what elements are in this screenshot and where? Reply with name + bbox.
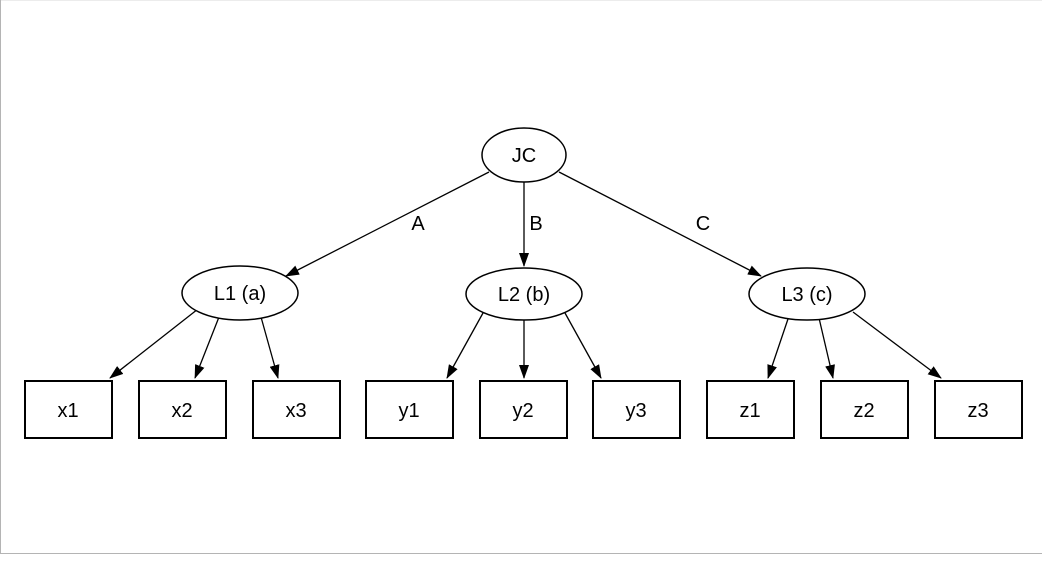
node-jc-ellipse	[481, 127, 567, 183]
edge-jc-l1	[285, 171, 490, 277]
node-l1-ellipse	[181, 265, 299, 321]
node-l3-label: L3 (c)	[781, 284, 832, 306]
node-z2-label: z2	[853, 400, 874, 422]
node-l3-ellipse	[748, 267, 866, 321]
node-l2-label: L2 (b)	[498, 284, 550, 306]
edge-l1-x3	[260, 316, 280, 379]
edge-l1-x1	[109, 308, 199, 379]
node-y3-label: y3	[625, 400, 646, 422]
edge-l2-y3	[564, 312, 602, 379]
node-y2: y2	[479, 380, 568, 439]
node-l3: L3 (c)	[748, 267, 866, 321]
node-x1: x1	[24, 380, 113, 439]
node-l1-label: L1 (a)	[214, 283, 266, 305]
node-y1: y1	[365, 380, 454, 439]
node-z3-box	[934, 380, 1023, 439]
node-x1-box	[24, 380, 113, 439]
node-z3: z3	[934, 380, 1023, 439]
node-y1-box	[365, 380, 454, 439]
node-x3: x3	[252, 380, 341, 439]
edge-jc-l3	[558, 171, 762, 277]
node-l2-ellipse	[465, 267, 583, 321]
edge-label-c: C	[696, 213, 710, 235]
node-x3-label: x3	[285, 400, 306, 422]
node-z1-box	[706, 380, 795, 439]
edge-l3-z3	[852, 311, 942, 379]
window-bottom-border	[0, 553, 1042, 554]
edge-l3-z2	[818, 317, 835, 379]
node-x2: x2	[138, 380, 227, 439]
node-jc: JC	[481, 127, 567, 183]
node-z1: z1	[706, 380, 795, 439]
node-y2-box	[479, 380, 568, 439]
node-y3-box	[592, 380, 681, 439]
node-z1-label: z1	[739, 400, 760, 422]
node-jc-label: JC	[512, 145, 536, 167]
node-z2-box	[820, 380, 909, 439]
window-top-border	[0, 0, 1042, 1]
node-y2-label: y2	[512, 400, 533, 422]
edge-l1-x2	[194, 316, 220, 379]
edge-label-a: A	[411, 213, 425, 235]
node-x2-box	[138, 380, 227, 439]
node-l2: L2 (b)	[465, 267, 583, 321]
node-x2-label: x2	[171, 400, 192, 422]
edge-l3-z1	[767, 315, 790, 379]
node-z3-label: z3	[967, 400, 988, 422]
node-z2: z2	[820, 380, 909, 439]
node-l1: L1 (a)	[181, 265, 299, 321]
edge-label-b: B	[529, 213, 542, 235]
window-left-border	[0, 0, 1, 554]
node-x3-box	[252, 380, 341, 439]
edge-l2-y1	[446, 312, 484, 379]
node-x1-label: x1	[57, 400, 78, 422]
node-y3: y3	[592, 380, 681, 439]
node-y1-label: y1	[398, 400, 419, 422]
